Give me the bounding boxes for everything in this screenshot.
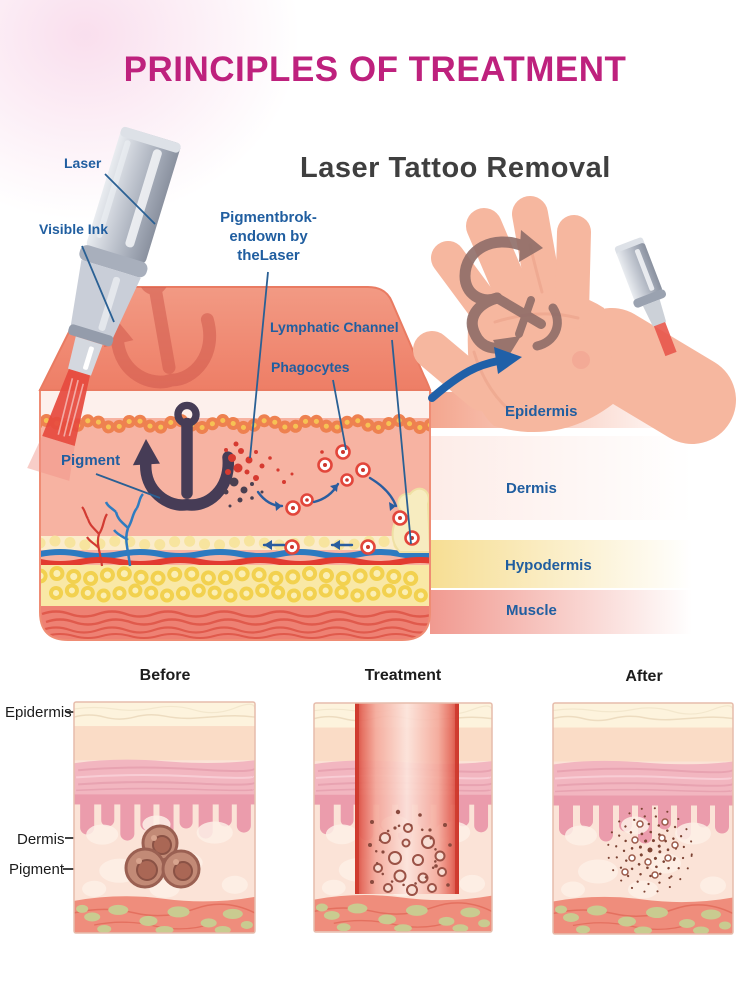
annotation-epidermis: Epidermis (5, 704, 72, 721)
dispersed-pigment-speckles (607, 807, 693, 893)
label-laser: Laser (64, 155, 102, 171)
label-phagocytes: Phagocytes (271, 359, 350, 375)
diagram-title: Laser Tattoo Removal (300, 152, 611, 184)
laser-beam (42, 368, 91, 446)
layer-label-muscle: Muscle (506, 602, 557, 619)
stage-title-after: After (625, 668, 663, 685)
layer-label-dermis: Dermis (506, 480, 557, 497)
hand-tattoo-anchor-icon (459, 230, 562, 362)
treatment-laser-column (355, 703, 459, 894)
skin-block-front (39, 389, 431, 641)
before-panel (73, 701, 256, 934)
after-panel (552, 702, 734, 935)
stage-title-before: Before (139, 667, 191, 684)
layer-label-hypodermis: Hypodermis (505, 557, 592, 574)
label-pigment-breakdown-line3: theLaser (237, 247, 300, 264)
mini-laser-beam (652, 318, 677, 357)
label-pigment-breakdown: Pigmentbrok- endown by theLaser (196, 208, 341, 265)
annotation-pigment: Pigment (9, 861, 65, 878)
lymphatic-channel-shape (391, 487, 430, 553)
phagocyte-cells (284, 444, 420, 555)
label-pigment: Pigment (61, 452, 121, 469)
pointer-lines (81, 173, 412, 545)
label-lymphatic-channel: Lymphatic Channel (270, 319, 399, 335)
treatment-panel (313, 702, 493, 933)
annotation-dermis: Dermis (17, 831, 65, 848)
label-visible-ink: Visible Ink (39, 221, 108, 237)
page-title: PRINCIPLES OF TREATMENT (123, 50, 627, 89)
transfer-arrow-icon (428, 347, 522, 402)
layer-label-epidermis: Epidermis (505, 403, 578, 420)
stage-title-treatment: Treatment (364, 667, 442, 684)
laser-handpiece (27, 126, 181, 481)
mini-laser-handpiece (614, 237, 677, 357)
label-pigment-breakdown-line2: endown by (229, 228, 308, 245)
pigment-cluster (124, 824, 201, 889)
blood-vessel-icon (81, 493, 144, 567)
hand-illustration (413, 196, 736, 444)
pigment-burst (223, 441, 324, 508)
fragmented-pigment (373, 823, 447, 896)
label-pigment-breakdown-line1: Pigmentbrok- (220, 209, 317, 226)
